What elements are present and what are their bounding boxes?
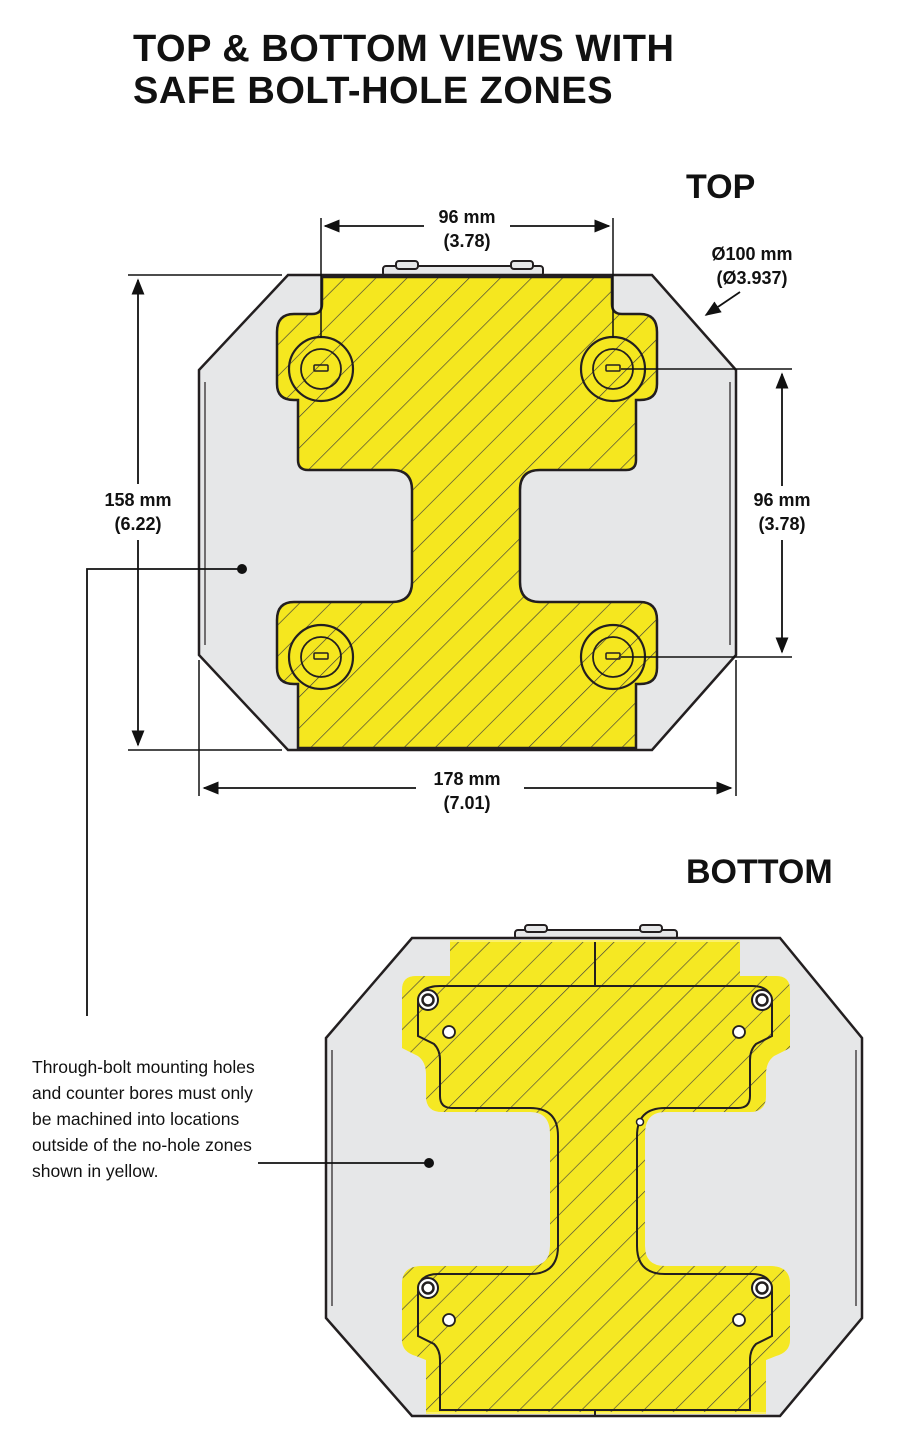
- title-line-1: TOP & BOTTOM VIEWS WITH: [133, 28, 675, 70]
- dimension-side-spacing-in: (3.78): [758, 514, 805, 534]
- bolt-hole-icon: [751, 989, 773, 1011]
- page-title: TOP & BOTTOM VIEWS WITH SAFE BOLT-HOLE Z…: [133, 28, 674, 112]
- bottom-view-label: BOTTOM: [686, 853, 833, 891]
- dimension-overall-width: 178 mm (7.01): [198, 660, 737, 813]
- dimension-top-width-mm: 96 mm: [438, 207, 495, 227]
- top-view: TOP: [104, 168, 810, 813]
- note-leader-line: [86, 568, 242, 1016]
- bottom-view: BOTTOM: [324, 853, 864, 1418]
- dimension-diameter-in: (Ø3.937): [716, 268, 787, 288]
- dimension-height-in: (6.22): [114, 514, 161, 534]
- bolt-hole-icon: [751, 1277, 773, 1299]
- top-connector: [382, 260, 544, 277]
- bolt-hole-icon: [417, 989, 439, 1011]
- dimension-side-spacing: 96 mm (3.78): [621, 368, 811, 658]
- dimension-overall-width-mm: 178 mm: [433, 769, 500, 789]
- bottom-no-hole-zone: [402, 942, 790, 1412]
- dimension-top-width-in: (3.78): [443, 231, 490, 251]
- zone-note: Through-bolt mounting holes and counter …: [32, 1057, 255, 1181]
- top-view-label: TOP: [686, 168, 755, 206]
- dimension-top-width: 96 mm (3.78): [320, 207, 614, 338]
- dimension-overall-width-in: (7.01): [443, 793, 490, 813]
- title-line-2: SAFE BOLT-HOLE ZONES: [133, 70, 614, 112]
- dimension-diameter-mm: Ø100 mm: [711, 244, 792, 264]
- dimension-side-spacing-mm: 96 mm: [753, 490, 810, 510]
- top-no-hole-zone: [275, 275, 659, 750]
- small-holes: [442, 1025, 746, 1327]
- dimension-height-mm: 158 mm: [104, 490, 171, 510]
- bottom-base-plate-outline: [417, 985, 773, 1411]
- dimension-diameter: Ø100 mm (Ø3.937): [704, 244, 793, 316]
- bolt-hole-icon: [287, 623, 355, 691]
- bolt-hole-icon: [417, 1277, 439, 1299]
- dimension-height: 158 mm (6.22): [104, 274, 282, 751]
